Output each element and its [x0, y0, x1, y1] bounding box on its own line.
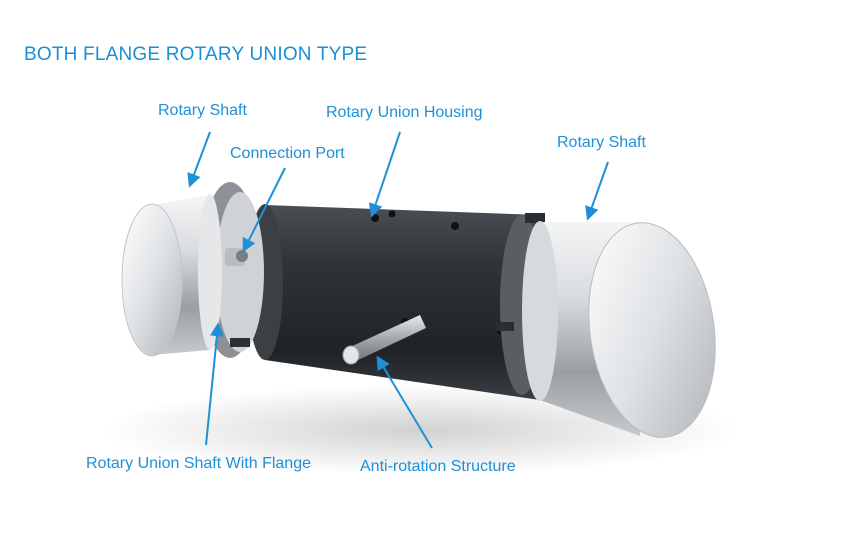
label-rotary-shaft-left: Rotary Shaft — [158, 102, 247, 119]
arrow-rotary-shaft-left — [187, 131, 211, 188]
label-anti-rotation: Anti-rotation Structure — [360, 458, 516, 475]
diagram-title: BOTH FLANGE ROTARY UNION TYPE — [24, 44, 368, 65]
arrow-anti-rotation — [376, 355, 433, 449]
arrow-shaft-flange — [205, 322, 224, 446]
right-rotary-shaft — [522, 221, 716, 438]
label-connection-port: Connection Port — [230, 145, 345, 162]
left-rotary-shaft — [121, 194, 222, 357]
label-shaft-flange: Rotary Union Shaft With Flange — [86, 455, 311, 472]
arrow-connection-port — [242, 167, 286, 253]
arrow-rotary-shaft-right — [585, 161, 609, 221]
arrow-housing — [368, 131, 401, 218]
label-housing: Rotary Union Housing — [326, 104, 483, 121]
housing-body — [247, 204, 540, 400]
label-rotary-shaft-right: Rotary Shaft — [557, 134, 646, 151]
anti-rotation-pin — [342, 315, 426, 365]
